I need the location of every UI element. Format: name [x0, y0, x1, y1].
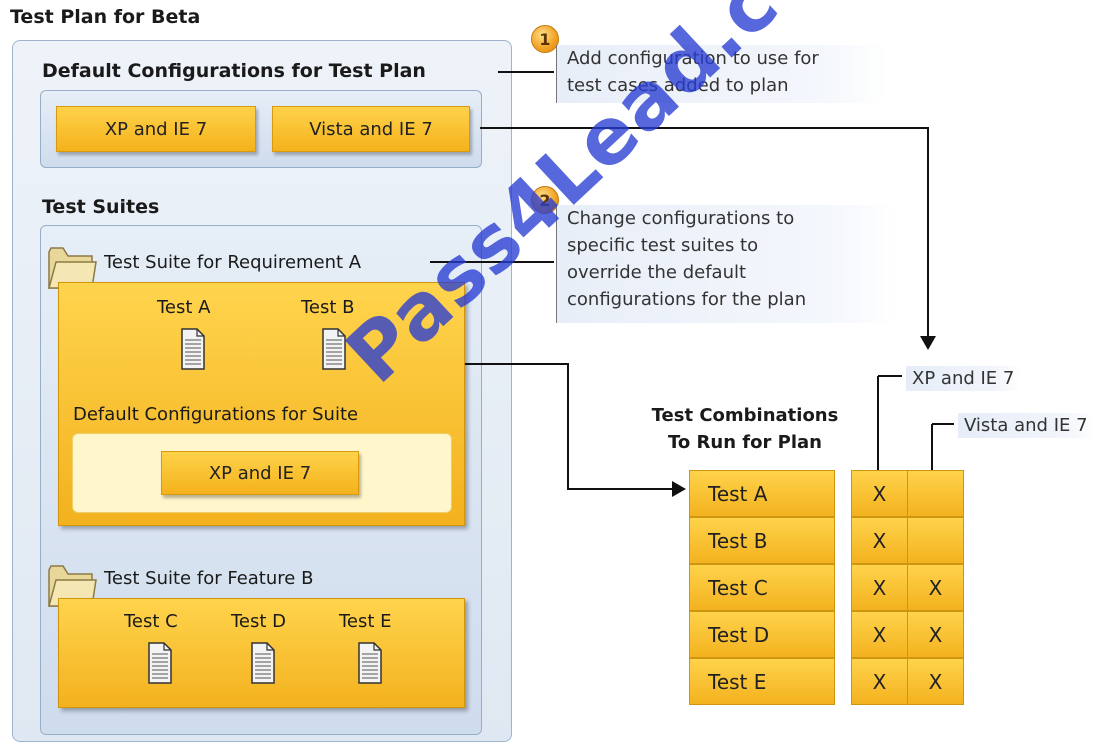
combo-vista-cell	[907, 470, 964, 517]
combo-vista-cell	[907, 517, 964, 564]
suite-b-test-e: Test E	[339, 611, 392, 632]
combo-xp-cell: X	[851, 611, 908, 658]
combo-xp-cell: X	[851, 470, 908, 517]
suite-a-title: Test Suite for Requirement A	[104, 252, 362, 273]
suite-a-test-b: Test B	[301, 297, 355, 318]
callout-2-line: override the default	[567, 262, 747, 283]
arrowhead-down-icon	[920, 336, 936, 350]
combo-test-cell: Test D	[689, 611, 835, 658]
suite-b-test-d: Test D	[231, 611, 287, 632]
combo-vista-cell: X	[907, 611, 964, 658]
suite-a-config-xp: XP and IE 7	[161, 451, 359, 495]
suite-b-title: Test Suite for Feature B	[104, 568, 314, 589]
document-icon	[181, 328, 205, 370]
callout-1-text: Add configuration to use for test cases …	[556, 45, 887, 103]
combinations-heading: Test Combinations To Run for Plan	[620, 402, 870, 456]
document-icon	[148, 642, 172, 684]
suite-a-config-heading: Default Configurations for Suite	[73, 404, 359, 425]
combo-vista-cell: X	[907, 658, 964, 705]
combinations-heading-line: Test Combinations	[651, 405, 839, 426]
document-icon	[322, 328, 346, 370]
combinations-heading-line: To Run for Plan	[668, 432, 822, 453]
combo-vista-cell: X	[907, 564, 964, 611]
callout-1-line: Add configuration to use for	[567, 48, 819, 69]
plan-config-xp: XP and IE 7	[56, 106, 256, 152]
suites-heading: Test Suites	[42, 196, 160, 218]
plan-config-vista: Vista and IE 7	[272, 106, 470, 152]
suite-arrow	[465, 363, 672, 490]
suite-a-test-a: Test A	[157, 297, 211, 318]
combo-config-vista-label: Vista and IE 7	[958, 413, 1094, 438]
plan-config-heading: Default Configurations for Test Plan	[42, 60, 426, 82]
arrowhead-right-icon	[672, 481, 686, 497]
document-icon	[358, 642, 382, 684]
callout-1-line: test cases added to plan	[567, 75, 789, 96]
callout-2-line: configurations for the plan	[567, 289, 807, 310]
combo-test-cell: Test E	[689, 658, 835, 705]
combo-config-xp-label: XP and IE 7	[906, 366, 1021, 391]
suite-b-test-c: Test C	[124, 611, 178, 632]
combo-test-cell: Test C	[689, 564, 835, 611]
folder-icon	[48, 247, 97, 289]
plan-config-arrow	[480, 127, 929, 336]
combo-test-cell: Test A	[689, 470, 835, 517]
combo-test-cell: Test B	[689, 517, 835, 564]
callout-2-badge: 2	[531, 186, 559, 214]
combo-xp-cell: X	[851, 517, 908, 564]
combo-xp-cell: X	[851, 564, 908, 611]
callout-2-text: Change configurations to specific test s…	[556, 205, 897, 323]
document-icon	[251, 642, 275, 684]
callout-2-line: Change configurations to	[567, 208, 795, 229]
callout-2-line: specific test suites to	[567, 235, 759, 256]
callout-1-badge: 1	[531, 25, 559, 53]
diagram-title: Test Plan for Beta	[10, 6, 201, 28]
